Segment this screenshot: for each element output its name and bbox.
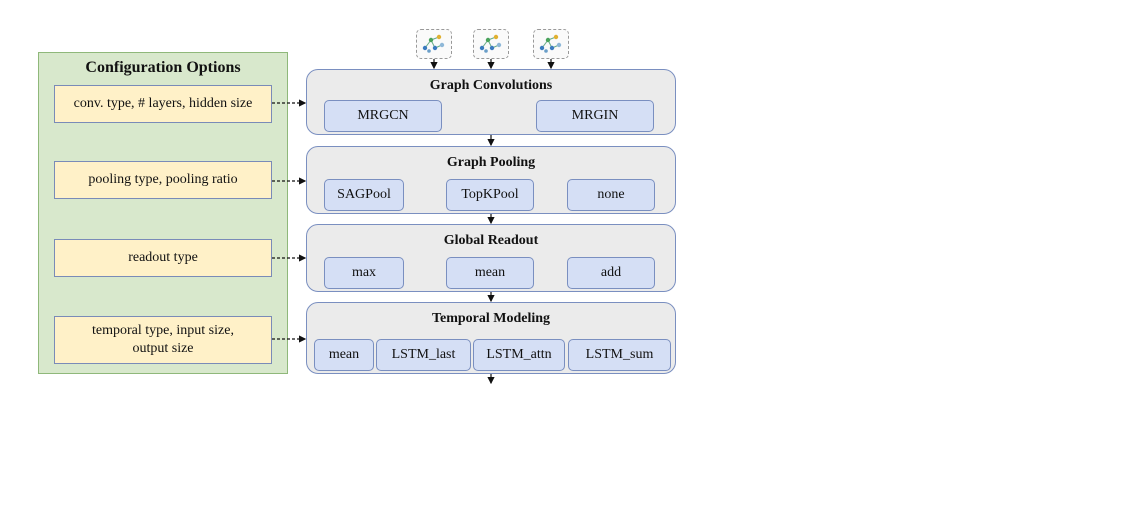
stage-title: Temporal Modeling	[431, 311, 551, 326]
option-lstm-attn: LSTM_attn	[473, 339, 565, 371]
stage-title: Global Readout	[443, 233, 539, 248]
option-temporal-line1: temporal type, input size,	[92, 323, 234, 338]
option-topkpool: TopKPool	[446, 179, 534, 211]
graph-icon	[422, 34, 445, 53]
config-title: Configuration Options	[85, 59, 241, 76]
stage-global-readout: Global Readout max mean add	[306, 224, 676, 292]
stage-graph-pooling: Graph Pooling SAGPool TopKPool none	[306, 146, 676, 214]
option-pooling: pooling type, pooling ratio	[54, 161, 272, 199]
stage-title: Graph Pooling	[446, 155, 536, 170]
option-readout-text: readout type	[128, 250, 198, 265]
option-add: add	[567, 257, 655, 289]
input-graph-icon-1	[416, 29, 452, 59]
configuration-panel: Configuration Options conv. type, # laye…	[38, 52, 288, 374]
stage-title: Graph Convolutions	[429, 78, 553, 93]
stage-graph-convolutions: Graph Convolutions MRGCN MRGIN	[306, 69, 676, 135]
option-mrgin: MRGIN	[536, 100, 654, 132]
option-max: max	[324, 257, 404, 289]
stage-temporal-modeling: Temporal Modeling mean LSTM_last LSTM_at…	[306, 302, 676, 374]
option-pooling-text: pooling type, pooling ratio	[88, 172, 238, 187]
option-temporal-mean: mean	[314, 339, 374, 371]
input-graph-icon-3	[533, 29, 569, 59]
option-temporal: temporal type, input size, output size	[54, 316, 272, 364]
option-lstm-last: LSTM_last	[376, 339, 471, 371]
option-sagpool: SAGPool	[324, 179, 404, 211]
option-mrgcn: MRGCN	[324, 100, 442, 132]
option-mean: mean	[446, 257, 534, 289]
option-none: none	[567, 179, 655, 211]
graph-icon	[479, 34, 502, 53]
option-conv: conv. type, # layers, hidden size	[54, 85, 272, 123]
option-lstm-sum: LSTM_sum	[568, 339, 671, 371]
option-conv-text: conv. type, # layers, hidden size	[73, 96, 253, 111]
input-graph-icon-2	[473, 29, 509, 59]
graph-icon	[539, 34, 562, 53]
option-readout: readout type	[54, 239, 272, 277]
option-temporal-line2: output size	[132, 341, 194, 356]
